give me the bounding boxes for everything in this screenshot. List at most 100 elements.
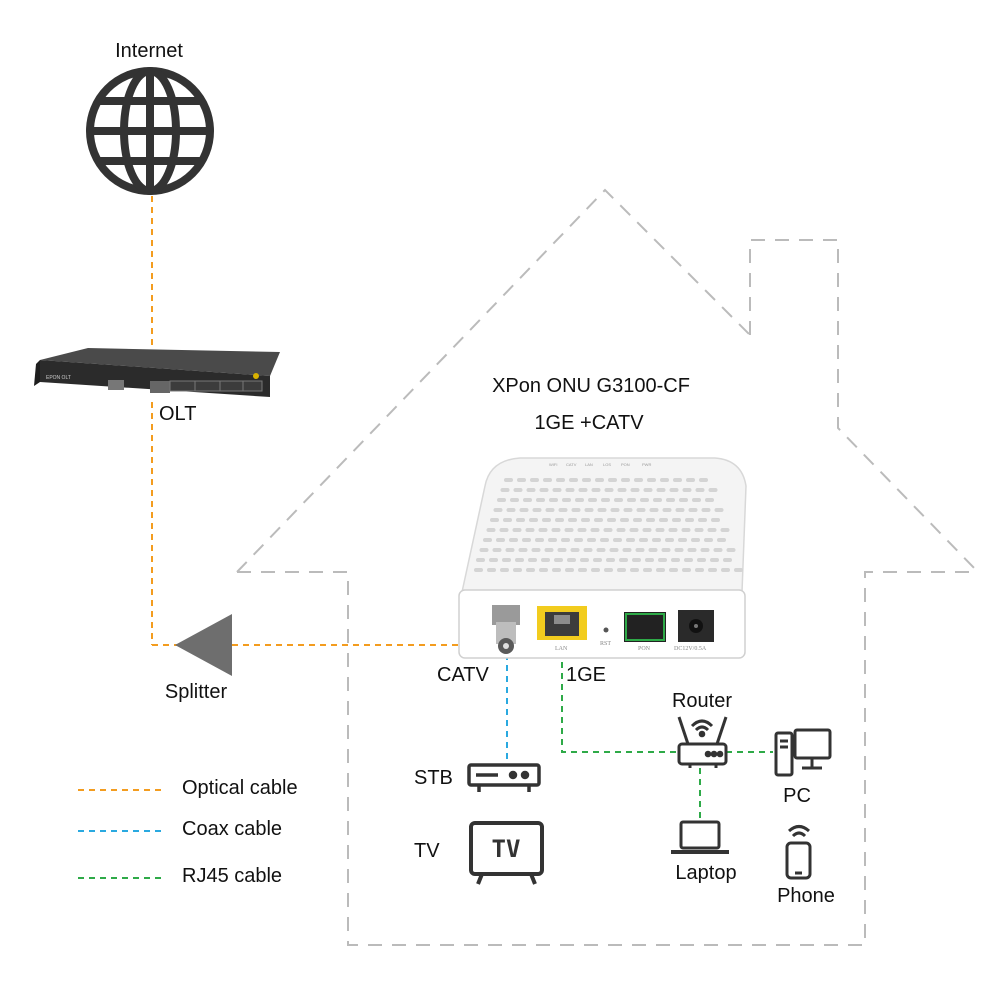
vent-slot	[697, 558, 706, 562]
vent-slot	[608, 478, 617, 482]
vent-slot	[626, 538, 635, 542]
vent-slot	[673, 478, 682, 482]
vent-slot	[639, 538, 648, 542]
vent-slot	[630, 488, 640, 492]
vent-slot	[594, 518, 603, 522]
vent-slot	[564, 528, 574, 532]
vent-slot	[504, 478, 513, 482]
vent-slot	[565, 568, 574, 572]
vent-slot	[493, 508, 503, 512]
vent-slot	[523, 498, 532, 502]
vent-slot	[538, 528, 548, 532]
vent-slot	[621, 478, 630, 482]
vent-slot	[660, 478, 669, 482]
vent-slot	[636, 508, 646, 512]
vent-slot	[695, 568, 704, 572]
olt-device: EPON OLT	[34, 348, 280, 397]
vent-slot	[549, 498, 558, 502]
device-subtitle: 1GE +CATV	[534, 412, 644, 434]
vent-slot	[516, 518, 525, 522]
vent-slot	[720, 528, 730, 532]
vent-slot	[694, 528, 704, 532]
vent-slot	[634, 478, 643, 482]
vent-slot	[620, 518, 629, 522]
onu-led-los: LOS	[603, 462, 611, 467]
stb-label: STB	[414, 767, 453, 789]
vent-slot	[595, 478, 604, 482]
vent-slot	[591, 568, 600, 572]
vent-slot	[530, 478, 539, 482]
vent-slot	[643, 488, 653, 492]
vent-slot	[574, 538, 583, 542]
vent-slot	[502, 558, 511, 562]
vent-slot	[512, 528, 522, 532]
onu-device: LAN RST PON DC12V/0.5A WIFI CATV LAN LOS…	[458, 457, 747, 659]
onu-led-pwr: PWR	[642, 462, 651, 467]
vent-slot	[590, 528, 600, 532]
vent-slot	[666, 498, 675, 502]
vent-slot	[555, 518, 564, 522]
router-label: Router	[671, 690, 733, 712]
vent-slot	[652, 538, 661, 542]
vent-slot	[601, 498, 610, 502]
vent-slot	[499, 528, 509, 532]
vent-slot	[653, 498, 662, 502]
onu-led-lan: LAN	[585, 462, 593, 467]
vent-slot	[723, 558, 732, 562]
vent-slot	[500, 488, 510, 492]
vent-slot	[648, 548, 658, 552]
vent-slot	[700, 548, 710, 552]
vent-slot	[662, 508, 672, 512]
vent-slot	[708, 568, 717, 572]
vent-slot	[646, 518, 655, 522]
vent-slot	[711, 518, 720, 522]
tv-label: TV	[414, 840, 440, 862]
catv-port-label: CATV	[437, 664, 489, 686]
pc-label: PC	[783, 785, 811, 807]
onu-led-wifi: WIFI	[549, 462, 557, 467]
vent-slot	[539, 488, 549, 492]
vent-slot	[630, 568, 639, 572]
vent-slot	[578, 488, 588, 492]
vent-slot	[528, 558, 537, 562]
vent-slot	[543, 478, 552, 482]
vent-slot	[510, 498, 519, 502]
vent-slot	[701, 508, 711, 512]
vent-slot	[584, 508, 594, 512]
ge-port-label: 1GE	[566, 664, 607, 686]
vent-slot	[672, 518, 681, 522]
vent-slot	[580, 558, 589, 562]
onu-port-lan: LAN	[555, 646, 568, 652]
vent-slot	[519, 508, 529, 512]
vent-slot	[613, 538, 622, 542]
optical-cable	[151, 196, 492, 646]
vent-slot	[483, 538, 492, 542]
vent-slot	[568, 518, 577, 522]
vent-slot	[717, 538, 726, 542]
vent-slot	[513, 488, 523, 492]
vent-slot	[525, 528, 535, 532]
vent-slot	[492, 548, 502, 552]
rj45-cable	[561, 640, 773, 822]
vent-slot	[561, 538, 570, 542]
vent-slot	[517, 478, 526, 482]
vent-slot	[713, 548, 723, 552]
vent-slot	[659, 518, 668, 522]
vent-slot	[552, 568, 561, 572]
vent-slot	[635, 548, 645, 552]
vent-slot	[603, 528, 613, 532]
vent-slot	[604, 568, 613, 572]
vent-slot	[506, 508, 516, 512]
vent-slot	[503, 518, 512, 522]
vent-slot	[567, 558, 576, 562]
vent-slot	[623, 508, 633, 512]
vent-slot	[619, 558, 628, 562]
vent-slot	[531, 548, 541, 552]
onu-port-pon: PON	[638, 646, 651, 652]
vent-slot	[669, 488, 679, 492]
vent-slot	[710, 558, 719, 562]
vent-slot	[496, 538, 505, 542]
vent-slot	[684, 558, 693, 562]
vent-slot	[548, 538, 557, 542]
